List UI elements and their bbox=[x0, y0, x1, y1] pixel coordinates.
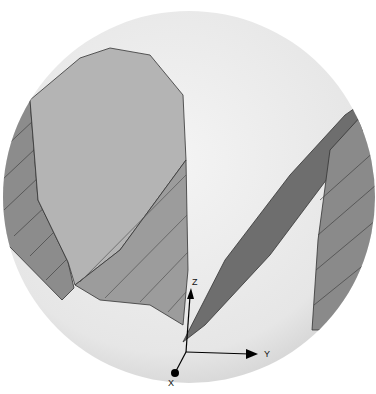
axis-label: Z bbox=[192, 278, 198, 287]
axis-label: X bbox=[168, 379, 174, 388]
axis-label: Y bbox=[264, 350, 270, 359]
lower-face bbox=[75, 160, 188, 325]
axis-triad bbox=[171, 288, 258, 377]
right-face bbox=[312, 100, 376, 330]
